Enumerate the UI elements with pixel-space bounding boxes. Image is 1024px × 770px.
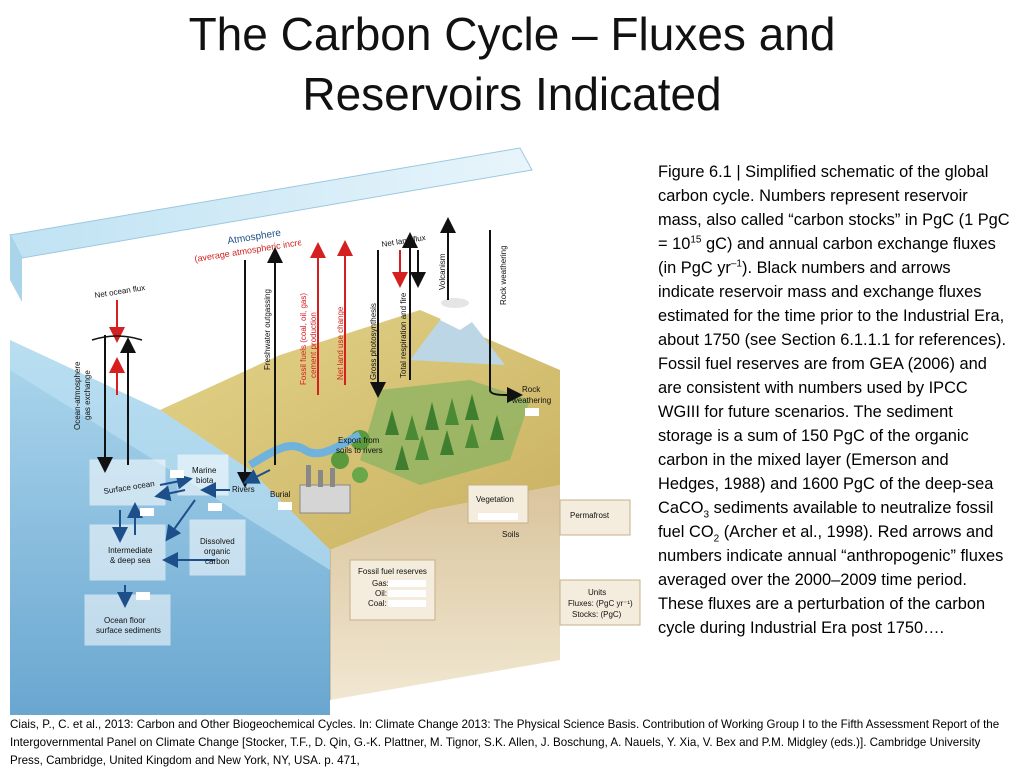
dissolved-label-1: Dissolved: [200, 537, 235, 546]
intermediate-label-1: Intermediate: [108, 546, 153, 555]
vegetation-label: Vegetation: [476, 495, 514, 504]
units-fluxes-label: Fluxes: (PgC yr⁻¹): [568, 599, 633, 608]
soils-label: Soils: [502, 530, 519, 539]
caption-part-1: Figure 6.1 | Simplified schematic of the…: [658, 163, 1010, 253]
export-label-1: Export from: [338, 436, 380, 445]
marine-biota-label-1: Marine: [192, 466, 217, 475]
export-label-2: soils to rivers: [336, 446, 383, 455]
atmosphere-band: [9, 147, 533, 302]
ocean-atmosphere-label-1: Ocean-atmosphere: [73, 361, 82, 430]
volcanism-label: Volcanism: [438, 253, 447, 290]
net-land-flux-label: Net land flux: [381, 233, 426, 249]
forest-trees: [331, 394, 504, 483]
caption-part-2: gC) and annual carbon exchange fluxes (i…: [658, 235, 996, 277]
units-label: Units: [588, 588, 606, 597]
value-boxes: [136, 408, 539, 607]
flux-arrows: [97, 217, 523, 608]
freshwater-outgassing-label: Freshwater outgassing: [263, 289, 272, 370]
title-line-1: The Carbon Cycle – Fluxes and: [188, 8, 836, 60]
rock-weathering-label-1: Rock: [522, 385, 541, 394]
figure-caption: Figure 6.1 | Simplified schematic of the…: [658, 160, 1010, 640]
carbon-cycle-diagram: Atmosphere (average atmospheric increase…: [0, 140, 650, 715]
caption-sub-4: 2: [713, 533, 720, 545]
ocean-atmosphere-label-2: gas exchange: [83, 370, 92, 420]
permafrost-label: Permafrost: [570, 511, 610, 520]
atmosphere-increase-box: [300, 227, 357, 247]
caption-part-3: ). Black numbers and arrows indicate res…: [658, 259, 1007, 517]
intermediate-label-2: & deep sea: [110, 556, 151, 565]
gross-photosynthesis-label: Gross photosynthesis: [369, 303, 378, 380]
fossil-fuels-label-1: Fossil fuels (coal, oil, gas): [299, 293, 308, 385]
units-stocks-label: Stocks: (PgC): [572, 610, 622, 619]
caption-sub-3: 3: [703, 509, 710, 521]
dissolved-label-2: organic: [204, 547, 230, 556]
gas-exchange-bracket: [91, 335, 143, 341]
total-respiration-label: Total respiration and fire: [399, 292, 408, 378]
ocean-floor-label-1: Ocean floor: [104, 616, 146, 625]
caption-sup-2: –1: [730, 258, 742, 270]
net-ocean-flux-label: Net ocean flux: [94, 283, 146, 300]
rock-weathering-label-2: weathering: [511, 396, 551, 405]
net-land-use-change-label: Net land use change: [336, 306, 345, 380]
caption-sup-1: 15: [690, 234, 702, 246]
dissolved-label-3: carbon: [205, 557, 229, 566]
title-line-2: Reservoirs Indicated: [302, 68, 722, 120]
source-citation: Ciais, P., C. et al., 2013: Carbon and O…: [10, 718, 1000, 767]
ocean-floor-label-2: surface sediments: [96, 626, 161, 635]
marine-biota-label-2: biota: [196, 476, 214, 485]
land-reservoirs: [349, 484, 641, 626]
gas-label: Gas:: [372, 579, 389, 588]
fossil-reserves-label: Fossil fuel reserves: [358, 567, 427, 576]
river: [247, 431, 362, 469]
factory: [299, 465, 351, 514]
fossil-fuels-label-2: cement production: [309, 312, 318, 378]
burial-label: Burial: [270, 490, 291, 499]
rivers-label: Rivers: [232, 485, 255, 494]
slide-title: The Carbon Cycle – Fluxes and Reservoirs…: [0, 4, 1024, 124]
coal-label: Coal:: [368, 599, 387, 608]
caption-part-5: (Archer et al., 1998). Red arrows and nu…: [658, 523, 1004, 637]
volcano-mountain: [410, 298, 505, 365]
oil-label: Oil:: [375, 589, 387, 598]
rock-weathering-vertical-label: Rock weathering: [499, 245, 508, 305]
caption-part-4: sediments available to neutralize fossil…: [658, 499, 994, 541]
atmosphere-stock-box: [286, 208, 347, 229]
